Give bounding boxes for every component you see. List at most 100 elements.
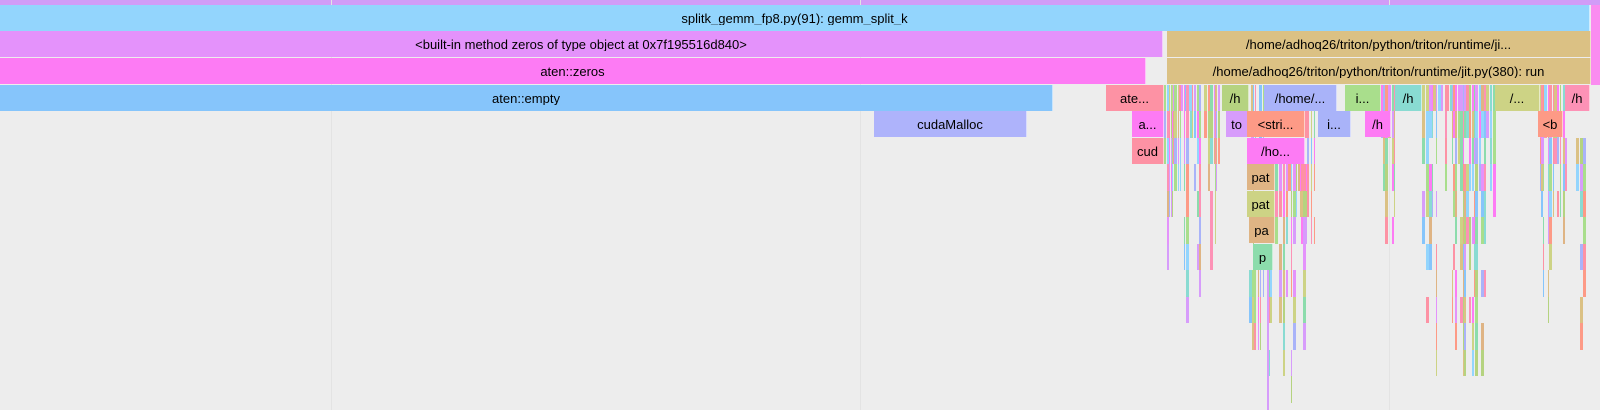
flame-frame-thin[interactable]	[1540, 84, 1541, 111]
flame-frame-thin[interactable]	[1210, 137, 1213, 164]
flame-frame-thin[interactable]	[1392, 84, 1394, 111]
flame-frame-thin[interactable]	[1279, 164, 1282, 191]
flame-frame-thin[interactable]	[1541, 190, 1543, 217]
flame-frame-thin[interactable]	[1481, 111, 1484, 138]
flame-frame-thin[interactable]	[1553, 137, 1554, 164]
flame-frame-thin[interactable]	[1173, 84, 1174, 111]
flame-frame[interactable]: <built-in method zeros of type object at…	[0, 31, 1163, 57]
flame-frame-thin[interactable]	[1466, 164, 1469, 191]
flame-frame-thin[interactable]	[1432, 111, 1433, 138]
flame-frame-thin[interactable]	[1394, 84, 1395, 111]
flame-frame-thin[interactable]	[1583, 164, 1586, 191]
flame-frame-thin[interactable]	[1549, 190, 1552, 217]
flame-frame-thin[interactable]	[1385, 217, 1388, 244]
flame-frame-thin[interactable]	[1436, 190, 1437, 217]
flame-frame-thin[interactable]	[1554, 84, 1557, 111]
flame-frame-thin[interactable]	[1560, 164, 1561, 191]
flame-frame-thin[interactable]	[1565, 164, 1567, 191]
flame-frame-thin[interactable]	[1167, 164, 1169, 191]
flame-frame-thin[interactable]	[1429, 164, 1432, 191]
flame-frame-thin[interactable]	[1583, 243, 1586, 270]
flame-frame-thin[interactable]	[1455, 84, 1457, 111]
flame-frame-thin[interactable]	[1215, 111, 1216, 138]
flame-frame-thin[interactable]	[1283, 270, 1285, 297]
flame-frame-thin[interactable]	[1463, 270, 1464, 297]
flame-frame-thin[interactable]	[1275, 190, 1278, 217]
flame-frame-thin[interactable]	[1452, 137, 1453, 164]
flame-frame-thin[interactable]	[1293, 164, 1296, 191]
flame-frame-thin[interactable]	[1463, 137, 1464, 164]
flame-frame-thin[interactable]	[1484, 111, 1486, 138]
flame-frame-thin[interactable]	[1174, 164, 1177, 191]
flame-frame-thin[interactable]	[1455, 111, 1457, 138]
flame-frame-thin[interactable]	[1314, 217, 1315, 244]
flame-frame-thin[interactable]	[1484, 190, 1486, 217]
flame-frame-thin[interactable]	[1475, 190, 1478, 217]
flame-frame-thin[interactable]	[1296, 190, 1297, 217]
flame-frame-thin[interactable]	[1445, 137, 1447, 164]
flame-frame-thin[interactable]	[1216, 111, 1217, 138]
flame-frame-thin[interactable]	[1475, 323, 1478, 350]
flame-frame-thin[interactable]	[1438, 84, 1441, 111]
flame-frame-thin[interactable]	[1460, 217, 1463, 244]
flame-frame-thin[interactable]	[1283, 243, 1285, 270]
flame-frame-thin[interactable]	[1466, 111, 1469, 138]
flame-frame-thin[interactable]	[1484, 137, 1486, 164]
flame-frame-thin[interactable]	[1279, 296, 1282, 323]
flame-frame-thin[interactable]	[1303, 164, 1306, 191]
flame-frame-thin[interactable]	[1179, 84, 1180, 111]
flame-frame-thin[interactable]	[1164, 137, 1166, 164]
flame-frame-thin[interactable]	[1293, 190, 1296, 217]
flame-frame-thin[interactable]	[1283, 217, 1285, 244]
flame-frame-thin[interactable]	[1458, 111, 1460, 138]
flame-frame-thin[interactable]	[1314, 137, 1315, 164]
flame-frame-thin[interactable]	[1447, 84, 1449, 111]
flame-frame-thin[interactable]	[1218, 84, 1220, 111]
root-frame-strip[interactable]	[0, 0, 1600, 5]
flame-frame-thin[interactable]	[1549, 137, 1552, 164]
flame-frame-thin[interactable]	[1481, 190, 1484, 217]
flame-frame-thin[interactable]	[1167, 111, 1169, 138]
flame-frame-thin[interactable]	[1300, 164, 1301, 191]
flame-frame-thin[interactable]	[1475, 270, 1478, 297]
flame-frame-thin[interactable]	[1258, 296, 1259, 323]
flame-frame-thin[interactable]	[1560, 190, 1561, 217]
flame-frame-thin[interactable]	[1291, 243, 1292, 270]
flame-frame-thin[interactable]	[1164, 84, 1166, 111]
flame-frame[interactable]: cudaMalloc	[874, 111, 1027, 137]
flame-frame-thin[interactable]	[1436, 270, 1437, 297]
flame-frame-thin[interactable]	[1484, 270, 1486, 297]
flame-frame-thin[interactable]	[1249, 296, 1252, 323]
flame-frame-thin[interactable]	[1197, 137, 1199, 164]
flame-frame-thin[interactable]	[1493, 137, 1496, 164]
flame-frame-thin[interactable]	[1486, 111, 1489, 138]
flame-frame-thin[interactable]	[1184, 164, 1185, 191]
flame-frame-thin[interactable]	[1580, 323, 1583, 350]
flame-frame-thin[interactable]	[1171, 84, 1172, 111]
flame-frame-thin[interactable]	[1385, 84, 1388, 111]
flame-frame-thin[interactable]	[1172, 111, 1173, 138]
flame-frame-thin[interactable]	[1252, 323, 1254, 350]
flame-frame-thin[interactable]	[1251, 84, 1253, 111]
flame-frame-thin[interactable]	[1254, 296, 1256, 323]
flame-frame[interactable]: pa	[1249, 217, 1275, 243]
flame-frame-thin[interactable]	[1178, 137, 1179, 164]
flame-frame-thin[interactable]	[1464, 349, 1466, 376]
flame-frame-thin[interactable]	[1293, 296, 1296, 323]
flame-frame-thin[interactable]	[1255, 84, 1256, 111]
flame-frame-thin[interactable]	[1169, 190, 1170, 217]
flame-frame-thin[interactable]	[1204, 111, 1207, 138]
flame-frame-thin[interactable]	[1493, 190, 1496, 217]
flame-frame-thin[interactable]	[1186, 137, 1189, 164]
flame-frame-thin[interactable]	[1305, 217, 1307, 244]
flame-frame-thin[interactable]	[1184, 84, 1185, 111]
flame-frame-thin[interactable]	[1174, 137, 1177, 164]
flame-frame-thin[interactable]	[1453, 111, 1455, 138]
flame-frame[interactable]: pat	[1247, 164, 1275, 190]
tail-frame-strip[interactable]	[1591, 5, 1600, 85]
flame-frame-thin[interactable]	[1286, 164, 1288, 191]
flame-frame-thin[interactable]	[1464, 323, 1466, 350]
flame-frame-thin[interactable]	[1167, 217, 1169, 244]
flame-frame-thin[interactable]	[1474, 217, 1475, 244]
